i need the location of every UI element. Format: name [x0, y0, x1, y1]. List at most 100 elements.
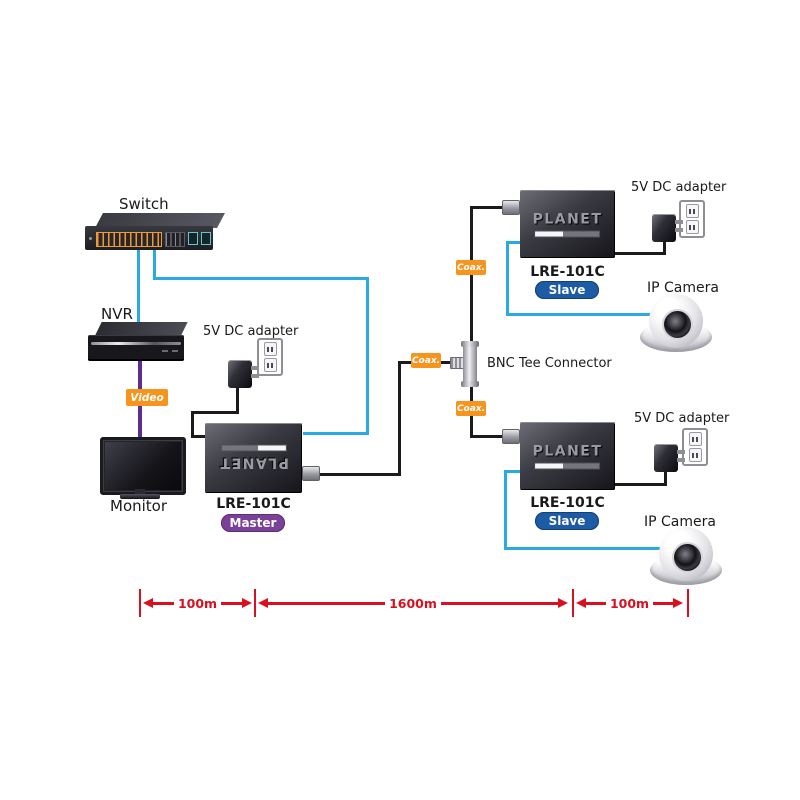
switch-device: [85, 210, 225, 252]
coax-tee-top-h: [470, 206, 504, 209]
lre-master-device: PLANET: [205, 423, 302, 493]
planet-brand-text: PLANET: [532, 211, 603, 228]
switch-uplink-ports: [165, 232, 185, 247]
coax-tag-master: Coax.: [411, 353, 441, 368]
outlet-socket-icon: [263, 342, 277, 356]
dimension-left-value: 100m: [177, 595, 218, 611]
bnc-connector-slave-top: [502, 200, 520, 215]
master-badge: Master: [221, 514, 285, 532]
arrow-left-icon: [143, 598, 153, 608]
arrow-right-icon: [558, 598, 569, 608]
lre-slave-bottom-model: LRE-101C: [530, 495, 605, 511]
plug-prong: [675, 220, 683, 224]
socket-hole: [688, 208, 691, 214]
lre-slave-bottom-device: PLANET: [520, 422, 615, 490]
ip-camera-top-icon: [638, 294, 714, 352]
dimension-bar: [268, 601, 386, 605]
switch-label: Switch: [119, 195, 169, 213]
power-adapter-icon: [652, 214, 683, 242]
power-adapter-icon: [228, 360, 259, 388]
dimension-tick: [139, 589, 141, 617]
power-cord-slavebottom-v: [664, 472, 667, 485]
dimension-bar: [440, 601, 559, 605]
socket-hole: [693, 208, 696, 214]
nvr-front-stripe: [91, 342, 181, 345]
planet-logo-bar: [221, 445, 286, 451]
switch-front-face: [85, 226, 213, 250]
dimension-bar: [221, 601, 242, 605]
ethernet-cable-switch-nvr: [137, 248, 140, 324]
coax-master-v: [398, 361, 401, 476]
bnc-connector-slave-bottom: [502, 429, 520, 444]
dimension-right-value: 100m: [609, 595, 650, 611]
nvr-device: [88, 320, 188, 362]
switch-ethernet-ports: [96, 232, 162, 247]
camera-lens: [662, 309, 693, 340]
bnc-connector-master: [302, 466, 320, 481]
coax-tee-bottom-h: [470, 435, 506, 438]
switch-power-led: [89, 237, 92, 240]
lre-slave-top-model: LRE-101C: [530, 264, 605, 280]
ethernet-cable-switch-master-v2: [366, 277, 369, 435]
socket-hole: [688, 224, 691, 230]
outlet-socket-icon: [688, 432, 702, 446]
socket-hole: [696, 436, 699, 442]
dimension-tick: [687, 589, 689, 617]
dimension-tick: [254, 589, 256, 617]
switch-sfp-ports: [188, 232, 211, 245]
wall-outlet-icon: [257, 338, 283, 376]
monitor-label: Monitor: [110, 497, 168, 515]
socket-hole: [691, 452, 694, 458]
slave-top-badge: Slave: [535, 281, 599, 299]
video-cable-tag: Video: [126, 389, 168, 406]
power-cord-slavetop-v: [663, 242, 666, 255]
socket-hole: [693, 224, 696, 230]
dimension-middle-1600m: 1600m: [258, 596, 569, 611]
sfp-slot-icon: [188, 232, 198, 245]
power-adapter-icon: [654, 444, 685, 472]
socket-hole: [266, 346, 269, 352]
socket-hole: [696, 452, 699, 458]
camera-dome: [659, 527, 713, 581]
slave-bottom-badge: Slave: [535, 512, 599, 530]
monitor-device: [100, 437, 186, 499]
socket-hole: [691, 436, 694, 442]
power-cord-slavebottom-h: [615, 483, 667, 486]
coax-tag-top: Coax.: [456, 260, 486, 275]
arrow-left-icon: [258, 598, 268, 608]
nvr-front-face: [88, 335, 184, 361]
socket-hole: [266, 362, 269, 368]
nvr-button: [162, 350, 168, 352]
plug-prong: [675, 228, 683, 232]
plug-prong: [677, 458, 685, 462]
planet-logo: PLANET: [533, 212, 603, 237]
socket-hole: [271, 346, 274, 352]
power-cord-slavetop-h: [615, 252, 665, 255]
lre-master-model: LRE-101C: [216, 496, 291, 512]
power-cord-master-h2: [191, 435, 207, 438]
outlet-socket-icon: [685, 204, 699, 218]
ip-camera-bottom-icon: [648, 527, 724, 585]
arrow-right-icon: [242, 598, 252, 608]
adapter-label-slave-top: 5V DC adapter: [631, 180, 727, 195]
planet-logo-bar: [535, 231, 600, 237]
adapter-label-master: 5V DC adapter: [203, 324, 299, 339]
ethernet-cable-switch-master-v1: [153, 248, 156, 280]
camera-lens: [672, 542, 703, 573]
planet-logo: PLANET: [533, 444, 603, 469]
dimension-left-100m: 100m: [143, 595, 252, 611]
dimension-bar: [153, 601, 174, 605]
nvr-label: NVR: [101, 305, 133, 323]
power-cord-master-v2: [191, 411, 194, 438]
coax-tag-bottom: Coax.: [456, 401, 486, 416]
planet-brand-text: PLANET: [532, 443, 603, 460]
power-cord-master-h1: [191, 411, 239, 414]
dimension-right-100m: 100m: [576, 595, 683, 611]
power-cord-master-v1: [236, 386, 239, 413]
ethernet-cable-slavetop-camera: [506, 313, 671, 316]
ip-camera-bottom-label: IP Camera: [644, 514, 716, 530]
monitor-screen: [100, 437, 186, 495]
dimension-bar: [586, 601, 606, 605]
nvr-button: [172, 350, 178, 352]
